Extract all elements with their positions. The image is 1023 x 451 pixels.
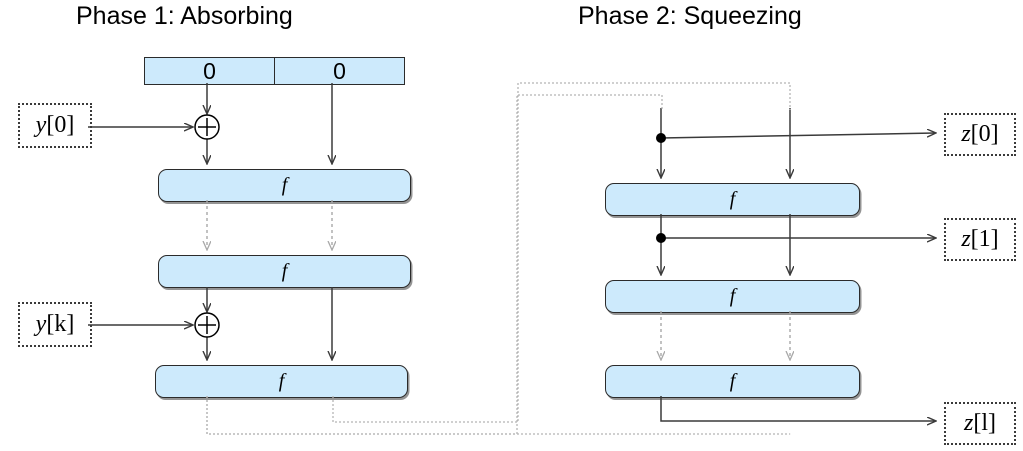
input-label-y0-text: y[0] bbox=[35, 112, 75, 138]
feedback-path-rate bbox=[206, 396, 790, 435]
phase1-permutation-label-2: f bbox=[281, 260, 288, 282]
xor-circle-1 bbox=[194, 114, 220, 140]
wire-phase2-f3-to-zl bbox=[660, 396, 935, 421]
phase2-permutation-label-1: f bbox=[729, 188, 736, 210]
phase1-permutation-label-1: f bbox=[281, 174, 288, 196]
phase1-title: Phase 1: Absorbing bbox=[76, 2, 293, 30]
phase1-permutation-label-3: f bbox=[278, 370, 285, 392]
output-label-z0: z[0] bbox=[944, 113, 1016, 156]
xor-circle-2 bbox=[194, 312, 220, 338]
input-label-y0: y[0] bbox=[18, 103, 92, 148]
phase2-permutation-label-3: f bbox=[729, 370, 736, 392]
junction-dot-z0 bbox=[656, 133, 666, 143]
phase2-permutation-box-1: f bbox=[605, 183, 860, 216]
output-label-z1-text: z[1] bbox=[961, 226, 999, 252]
output-label-zl: z[l] bbox=[944, 402, 1016, 445]
phase1-permutation-box-1: f bbox=[158, 169, 411, 202]
phase2-permutation-box-2: f bbox=[605, 280, 860, 313]
input-label-yk-text: y[k] bbox=[35, 311, 75, 337]
initial-state-bar: 0 0 bbox=[144, 57, 405, 85]
output-label-z1: z[1] bbox=[944, 218, 1016, 261]
wire-tap-to-z0 bbox=[660, 133, 935, 139]
phase2-permutation-box-3: f bbox=[605, 365, 860, 398]
input-label-yk: y[k] bbox=[18, 302, 92, 347]
output-label-z0-text: z[0] bbox=[961, 121, 999, 147]
state-capacity-cell: 0 bbox=[274, 58, 404, 84]
phase1-permutation-box-3: f bbox=[155, 365, 408, 398]
phase2-permutation-label-2: f bbox=[729, 285, 736, 307]
state-rate-cell: 0 bbox=[203, 57, 216, 84]
phase1-permutation-box-2: f bbox=[158, 255, 411, 288]
junction-dot-z1 bbox=[656, 233, 666, 243]
phase2-title: Phase 2: Squeezing bbox=[578, 2, 802, 30]
output-label-zl-text: z[l] bbox=[964, 410, 996, 436]
